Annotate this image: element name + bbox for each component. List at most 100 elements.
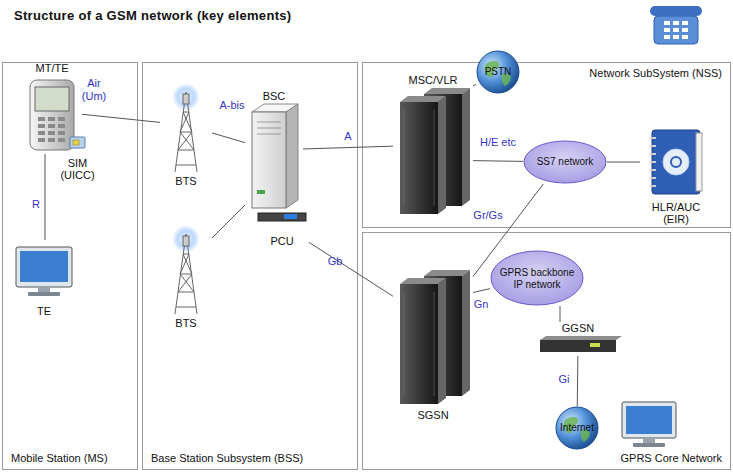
bsc-server-icon-part [286,104,298,208]
interface-link [560,306,561,322]
bts-tower-icon-part [175,92,197,172]
element-label: SGSN [417,409,448,422]
bts-tower-icon-part [175,234,197,314]
telephone-icon-part [673,28,679,32]
interface-link [45,154,46,240]
interface-link [473,84,476,86]
interface-label: Gr/Gs [473,209,502,222]
telephone-icon-part [673,35,679,39]
sgsn-cabinet-icon-part [404,292,434,396]
bts-tower-icon-part [183,94,189,104]
interface-label: Air (Um) [79,77,109,103]
telephone-icon-part [682,21,688,25]
element-label: Internet [560,422,594,434]
subsystem-label: Base Station Subsystem (BSS) [151,452,303,465]
msc-cabinet-icon-part [424,94,462,206]
subsystem-label: GPRS Core Network [621,452,722,465]
bsc-server-icon-part [252,104,298,112]
network-element: GGSN [538,322,618,356]
computer-icon-part [643,438,655,443]
interface-link [577,356,579,406]
telephone-icon-part [664,21,670,25]
telephone-icon-part [664,28,670,32]
element-label: BSC [263,90,286,103]
globe-outline [556,407,598,449]
msc-cabinet-icon [400,88,470,214]
network-element: TE [10,240,78,318]
globe-land [485,61,511,86]
interface-label: R [32,198,40,211]
element-label: SS7 network [537,156,594,168]
mobile-phone-icon-part [58,124,65,128]
msc-cabinet-icon-part [424,88,470,94]
network-element: HLR/AUC (EIR) [640,122,712,226]
sgsn-cabinet-icon-part [400,278,446,284]
telephone-icon-part [654,16,698,44]
telephone-icon-part [673,21,679,25]
ggsn-device-icon [540,336,622,352]
element-label: BTS [175,175,196,188]
subsystem-label: Network SubSystem (NSS) [589,67,722,80]
bts-tower-icon-part [172,225,200,253]
computer-icon-part [16,247,72,287]
interface-link [607,162,640,163]
interface-link [473,289,490,293]
bts-tower-icon [172,83,200,172]
msc-cabinet-icon-part [400,102,438,214]
sgsn-cabinet-icon [400,270,470,404]
element-label: GPRS backbone IP network [497,267,577,290]
pcu-device-icon-part [284,214,297,219]
subsystem-label: Mobile Station (MS) [11,452,108,465]
sgsn-cabinet-icon-part [438,278,446,404]
mobile-phone-icon-part [58,131,65,135]
bsc-server-icon-part [257,190,265,194]
sgsn-cabinet-icon-part [424,270,470,276]
network-cloud: Internet [555,406,599,450]
msc-cabinet-icon-part [462,88,470,206]
network-element: BTS [160,80,212,188]
interface-link [212,205,245,238]
element-label: MSC/VLR [409,74,458,87]
mobile-phone-icon-part [48,117,55,121]
ggsn-device-icon-part [590,343,600,347]
mobile-phone-icon-part [35,87,69,111]
bsc-server-icon-part [252,112,286,208]
mobile-phone-icon-part [38,131,45,135]
sim-card-icon-part [73,140,79,145]
ggsn-device-icon-part [540,340,616,352]
hlr-book-icon-part [696,133,702,191]
element-label: GGSN [562,322,594,335]
computer-icon [16,247,72,296]
mobile-phone-icon-part [58,138,65,142]
sim-card-icon-part [70,137,85,148]
telephone-icon [650,6,702,44]
mobile-phone-icon-part [38,124,45,128]
element-label: TE [37,305,51,318]
network-element: MSC/VLR [393,74,473,216]
network-element: BSC [245,90,303,210]
bts-tower-icon [172,225,200,314]
sgsn-cabinet-icon-part [462,270,470,396]
mobile-phone-icon-part [38,117,45,121]
msc-cabinet-icon-part [438,96,446,214]
sgsn-cabinet-icon-part [424,276,462,396]
network-element: BTS [160,222,212,330]
telephone-icon-part [664,35,670,39]
pcu-device-icon-part [258,213,306,221]
computer-icon [622,402,676,447]
interface-link [473,184,543,277]
telephone-icon-part [682,28,688,32]
hlr-book-icon-part [652,130,700,194]
element-label: SIM (UICC) [58,157,98,182]
globe-outline [477,51,519,93]
bts-tower-icon-part [172,83,200,111]
computer-icon-part [622,402,676,438]
subsystem-panel: Mobile Station (MS)MT/TESIM (UICC)TE [2,62,138,470]
msc-cabinet-icon-part [400,96,446,102]
hlr-book-icon-part [671,157,681,167]
subsystem-panel: Base Station Subsystem (BSS) BTS BSC PCU BTS [142,62,358,470]
element-label: HLR/AUC (EIR) [650,201,702,226]
network-element: PCU [255,210,309,248]
element-label: BTS [175,317,196,330]
